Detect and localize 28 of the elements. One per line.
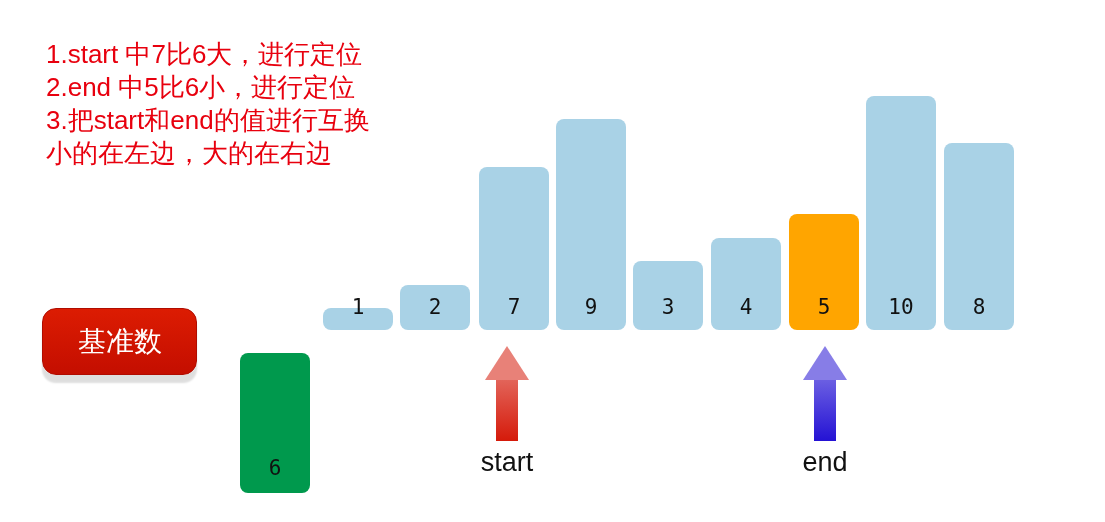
value-text: 5 bbox=[817, 295, 831, 319]
tag-text: 基准数 bbox=[77, 324, 162, 359]
bar bbox=[400, 285, 470, 330]
value-text: 4 bbox=[739, 295, 753, 319]
bar bbox=[479, 167, 549, 330]
bar bbox=[866, 96, 936, 330]
pointer-label: start bbox=[480, 447, 534, 477]
value-text: 8 bbox=[972, 295, 986, 319]
arrow bbox=[803, 346, 847, 441]
bar bbox=[944, 143, 1014, 330]
bar bbox=[711, 238, 781, 330]
value-text: 6 bbox=[268, 456, 282, 480]
value-text: 2 bbox=[428, 295, 442, 319]
bar bbox=[633, 261, 703, 330]
bar bbox=[240, 353, 310, 493]
value-text: 7 bbox=[507, 295, 521, 319]
note-text: 1.start 中7比6大，进行定位 bbox=[46, 38, 363, 71]
bar bbox=[556, 119, 626, 330]
label-box bbox=[42, 308, 197, 375]
value-text: 9 bbox=[584, 295, 598, 319]
pointer-label: end bbox=[802, 447, 848, 477]
bar bbox=[789, 214, 859, 330]
value-text: 3 bbox=[661, 295, 675, 319]
value-text: 1 bbox=[351, 295, 365, 319]
arrow bbox=[485, 346, 529, 441]
note-text: 3.把start和end的值进行互换小的在左边，大的在右边 bbox=[46, 104, 371, 170]
note-text: 2.end 中5比6小，进行定位 bbox=[46, 71, 356, 104]
value-text: 10 bbox=[888, 295, 914, 319]
